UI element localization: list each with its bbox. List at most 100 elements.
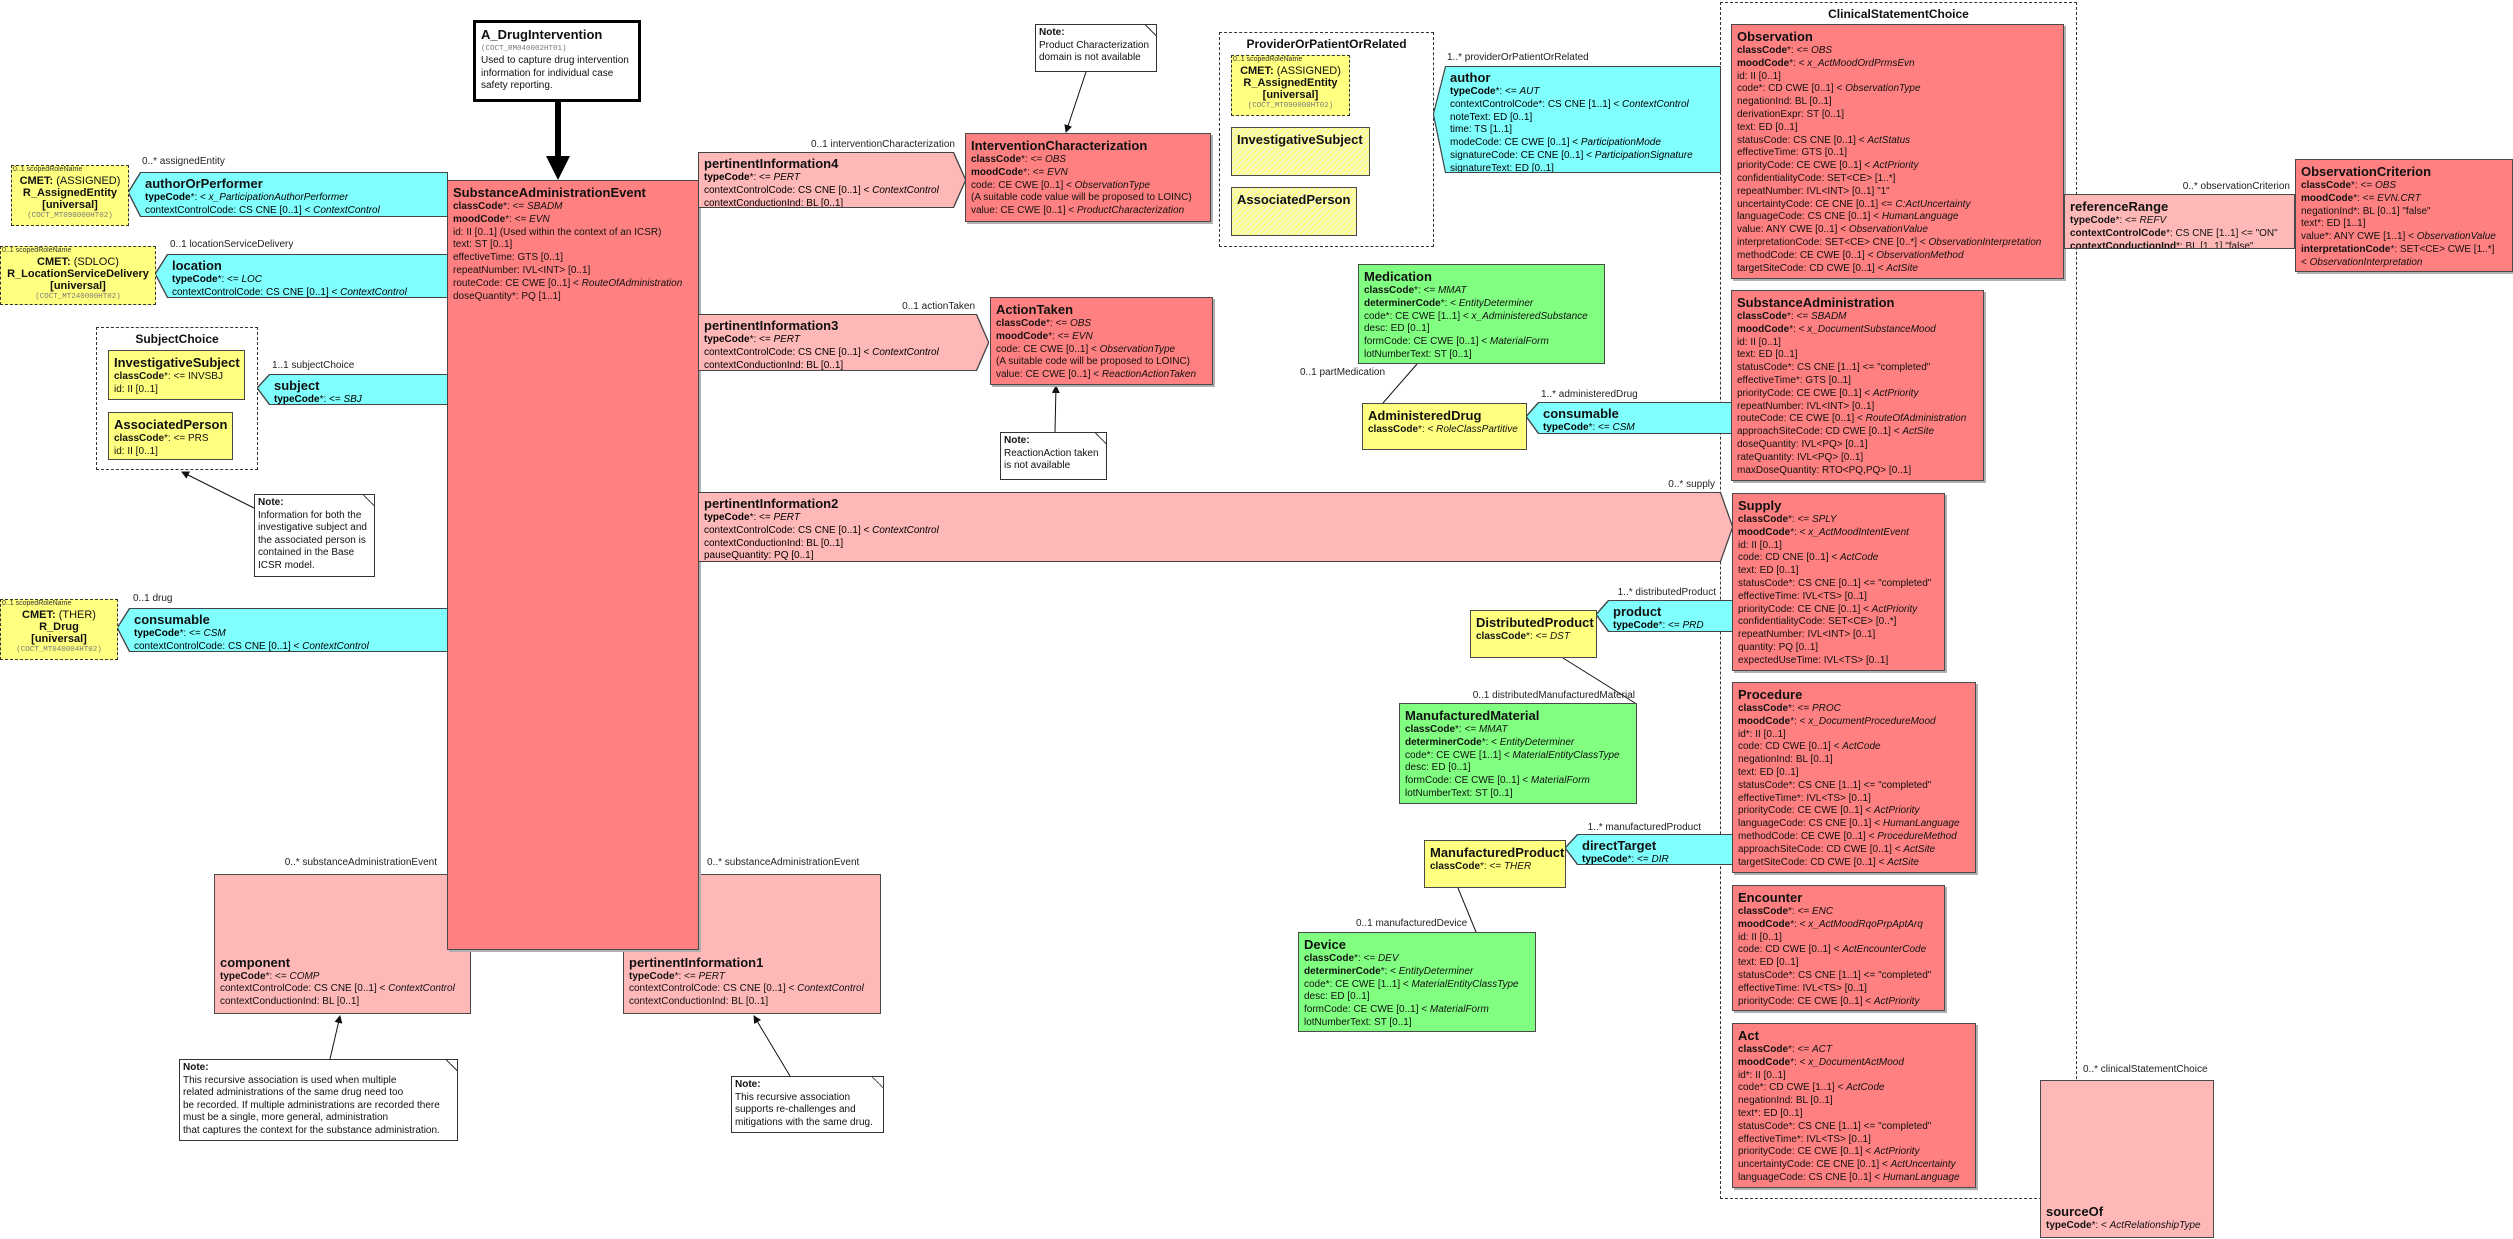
associated-person-2-class: AssociatedPerson: [1231, 187, 1357, 236]
attribute-line: < ObservationInterpretation: [2301, 257, 2507, 270]
a-drug-intervention-title: A_DrugIntervention: [481, 27, 603, 42]
attribute-line: methodCode: CE CWE [0..1] < ProcedureMet…: [1738, 831, 1970, 844]
investigative-subject-2-class: InvestigativeSubject: [1231, 127, 1370, 176]
attribute-type: *: <=: [1788, 514, 1812, 525]
attribute-line: typeCode*: < x_ParticipationAuthorPerfor…: [145, 192, 441, 205]
attribute-line: contextConductionInd: BL [0..1]: [704, 360, 982, 370]
attribute-type: *: <=: [1526, 631, 1550, 642]
attribute-type: text: ST [0..1]: [453, 239, 513, 251]
attribute-line: classCode*: <= MMAT: [1405, 724, 1631, 737]
attribute-line: rateQuantity: IVL<PQ> [0..1]: [1737, 452, 1978, 465]
cmet-name: R_AssignedEntity: [22, 187, 118, 199]
attribute-name: classCode: [2301, 180, 2352, 191]
attribute-line: quantity: PQ [0..1]: [1738, 642, 1939, 655]
attribute-type: *: <: [1790, 526, 1809, 538]
attribute-line: typeCode*: <= PERT: [629, 971, 875, 984]
association-label: 0..1 actionTaken: [902, 301, 975, 312]
attribute-line: priorityCode: CE CNE [0..1] < ActPriorit…: [1738, 604, 1939, 617]
cmet-code-line: CMET: (THER): [3, 609, 115, 621]
attribute-vocabulary: EVN: [529, 213, 550, 225]
attribute-line: typeCode*: <= COMP: [220, 971, 465, 984]
note-product-connector: [1064, 71, 1087, 133]
attribute-vocabulary: ContextControl: [872, 346, 939, 358]
attribute-vocabulary: ContextControl: [872, 524, 939, 536]
note-line: investigative subject and: [258, 522, 367, 534]
note-line: must be a single, more general, administ…: [183, 1112, 389, 1124]
association-label: 0..1 partMedication: [1300, 367, 1386, 378]
attribute-vocabulary: x_DocumentActMood: [1808, 1056, 1904, 1068]
attribute-line: code*: CD CWE [1..1] < ActCode: [1738, 1082, 1970, 1095]
attribute-type: contextControlCode: CS CNE [0..1] <: [134, 640, 303, 651]
attribute-type: desc: ED [0..1]: [1304, 991, 1370, 1003]
scoped-role-label: 0..1 scopedRoleName: [2, 600, 72, 607]
attribute-line: formCode: CE CWE [0..1] < MaterialForm: [1364, 336, 1599, 349]
attribute-type: repeatNumber: IVL<INT> [0..1]: [1737, 400, 1875, 412]
attribute-line: (A suitable code value will be proposed …: [971, 192, 1205, 205]
attribute-line: targetSiteCode: CD CWE [0..1] < ActSite: [1737, 263, 2058, 276]
association-label: 1..* providerOrPatientOrRelated: [1447, 52, 1589, 63]
attribute-type: targetSiteCode: CD CWE [0..1] <: [1738, 856, 1888, 868]
attribute-type: code*: CD CWE [0..1] <: [1737, 83, 1846, 95]
attribute-type: *: <=: [1455, 724, 1479, 735]
cmet-id: (COCT_MT240000HT02): [35, 293, 121, 301]
attribute-type: interpretationCode: SET<CE> CNE [0..*] <: [1737, 236, 1929, 248]
note-reaction-connector: [1051, 385, 1060, 433]
attribute-line: noteText: ED [0..1]: [1450, 112, 1714, 125]
attribute-type: *: <=: [265, 970, 290, 982]
attribute-vocabulary: ActPriority: [1873, 995, 1920, 1007]
note-line: related administrations of the same drug…: [183, 1087, 404, 1099]
attribute-type: methodCode: CE CWE [0..1] <: [1738, 830, 1878, 842]
attribute-line: id: II [0..1]: [1738, 932, 1939, 945]
attribute-line: id: II [0..1]: [114, 384, 239, 397]
attribute-vocabulary: THER: [1503, 861, 1532, 872]
attribute-type: statusCode*: CS CNE [1..1] <= "completed…: [1738, 779, 1932, 791]
attribute-type: code: CD CWE [0..1] <: [1738, 944, 1843, 956]
attribute-vocabulary: HumanLanguage: [1882, 818, 1960, 830]
note-title: Note:: [258, 497, 284, 508]
attribute-vocabulary: MaterialForm: [1429, 1004, 1489, 1016]
attribute-line: id: II [0..1]: [1737, 71, 2058, 84]
attribute-vocabulary: DST: [1549, 631, 1570, 642]
attribute-type: repeatNumber: IVL<INT> [0..1] "1": [1737, 185, 1890, 197]
attribute-type: value: CE CWE [0..1] <: [996, 369, 1102, 381]
attribute-name: interpretationCode: [2301, 243, 2391, 255]
attribute-line: typeCode*: <= SBJ: [274, 394, 441, 404]
attribute-name: classCode: [1737, 45, 1788, 56]
attribute-line: contextControlCode: CS CNE [0..1] < Cont…: [704, 185, 959, 198]
attribute-name: moodCode: [1738, 918, 1791, 930]
attribute-type: effectiveTime: IVL<TS> [0..1]: [1738, 590, 1867, 602]
attribute-line: contextControlCode: CS CNE [0..1] < Cont…: [134, 641, 441, 651]
attribute-type: code: CD CWE [0..1] <: [1738, 741, 1843, 753]
attribute-line: formCode: CE CWE [0..1] < MaterialForm: [1405, 775, 1631, 788]
attribute-line: priorityCode: CE CWE [0..1] < ActPriorit…: [1737, 160, 2058, 173]
attribute-line: classCode*: <= DST: [1476, 631, 1591, 644]
note-component-connector: [329, 1015, 343, 1060]
attribute-line: routeCode: CE CWE [0..1] < RouteOfAdmini…: [453, 278, 693, 291]
attribute-type: desc: ED [0..1]: [1364, 323, 1430, 335]
attribute-type: statusCode*: CS CNE [1..1] <= "completed…: [1737, 362, 1931, 374]
attribute-type: *: <: [1790, 918, 1809, 930]
attribute-type: statusCode*: CS CNE [0..1] <= "completed…: [1738, 577, 1932, 589]
association-label: 0..* observationCriterion: [2182, 181, 2290, 192]
attribute-type: *: <: [1440, 297, 1459, 309]
association-label: 0..* assignedEntity: [142, 156, 225, 167]
attribute-vocabulary: ObservationInterpretation: [2309, 256, 2423, 268]
consumable-drug-title: consumable: [134, 612, 210, 627]
cmet-name-line: R_AssignedEntity: [1234, 77, 1347, 89]
attribute-line: uncertaintyCode: CE CNE [0..1] <= C:ActU…: [1737, 199, 2058, 212]
attribute-type: *: <=: [749, 512, 774, 523]
attribute-name: contextConductionInd: [2070, 240, 2177, 249]
attribute-line: text: ED [0..1]: [1738, 957, 1939, 970]
attribute-type: effectiveTime: GTS [0..1]: [453, 252, 564, 264]
attribute-vocabulary: x_AdministeredSubstance: [1471, 310, 1588, 322]
